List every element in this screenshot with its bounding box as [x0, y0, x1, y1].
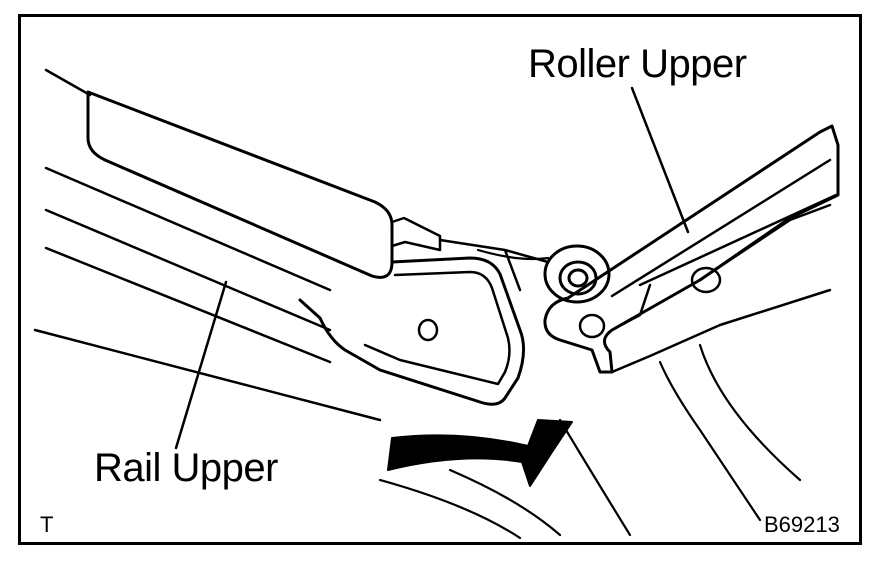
roller-upper-part — [543, 244, 611, 304]
roller-arm-hole-right — [690, 266, 722, 294]
rail-body-lines — [33, 68, 382, 422]
roller-upper-leader — [630, 86, 690, 234]
roller-arm-hole-left — [578, 313, 606, 339]
rail-tab — [390, 216, 442, 252]
bracket-hole — [417, 318, 439, 342]
roller-arm — [543, 124, 840, 374]
rail-bracket — [298, 256, 525, 406]
rail-bracket-edge — [438, 238, 550, 292]
rail-upper-cover — [86, 90, 394, 279]
rail-bracket-inner — [363, 270, 511, 386]
rail-upper-leader — [174, 280, 228, 450]
corner-mark: T — [40, 512, 54, 537]
rail-upper-label: Rail Upper — [94, 446, 278, 490]
body-panel-lines — [378, 248, 802, 540]
roller-arm-fold — [610, 158, 838, 332]
figure-code: B69213 — [764, 512, 840, 537]
roller-upper-label: Roller Upper — [528, 42, 747, 86]
curved-arrow-icon — [387, 419, 573, 487]
roller-arm-flange — [610, 288, 832, 374]
